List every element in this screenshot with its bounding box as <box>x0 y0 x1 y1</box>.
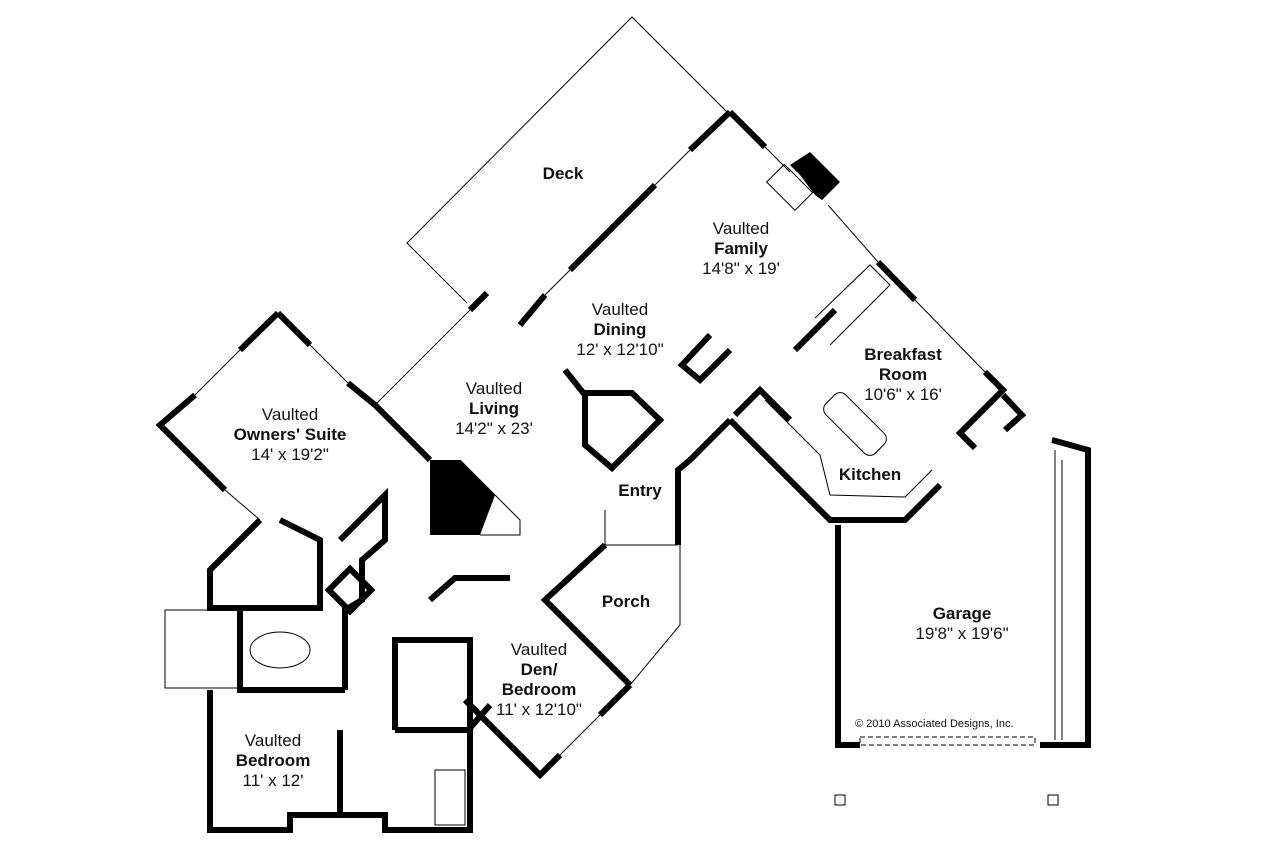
wall-dining <box>567 222 618 273</box>
wall-garage <box>835 525 860 748</box>
window <box>827 204 879 263</box>
wall-living <box>467 290 490 313</box>
room-deck: Deck <box>542 164 584 183</box>
wall-den2 <box>462 697 563 780</box>
wall-breakfast <box>875 259 918 303</box>
room-kitchen: Kitchen <box>838 465 902 484</box>
garage-door <box>859 736 1036 746</box>
window <box>914 299 986 373</box>
kitchen-island <box>823 392 887 456</box>
wall-family-left <box>687 109 733 153</box>
chimney <box>790 152 840 200</box>
window <box>544 269 571 296</box>
wall-family-right <box>727 109 768 150</box>
window <box>374 309 471 406</box>
wall-owners-left <box>237 310 281 353</box>
deck-outline <box>406 16 731 304</box>
wall-bath-lower <box>237 610 345 693</box>
wall-owners-left2 <box>155 392 228 493</box>
wall-owners-top <box>275 310 313 348</box>
pillar <box>1047 794 1059 806</box>
wall-dining2 <box>517 293 548 327</box>
wall-pantry <box>732 385 793 423</box>
kitchen-counter <box>764 399 933 498</box>
wall-laundry <box>1000 392 1027 433</box>
hearth <box>765 163 814 212</box>
wall-owners-top2 <box>346 380 377 408</box>
wall-bath <box>337 487 388 690</box>
window <box>309 344 349 384</box>
wall-den <box>597 682 633 718</box>
bath-bump <box>164 609 241 689</box>
counter-breakfast <box>814 264 891 346</box>
wall-family-kitchen <box>792 307 838 353</box>
pillar <box>834 794 846 806</box>
fireplace <box>430 460 495 535</box>
wall-family-left2 <box>612 182 658 228</box>
fireplace-hearth <box>459 459 521 536</box>
room-entry: Entry <box>618 481 662 500</box>
wall-breakfast-side <box>955 369 1008 451</box>
window <box>194 349 241 396</box>
bathtub-hall <box>434 769 466 826</box>
fireplace-wall <box>372 402 433 463</box>
shower <box>324 564 376 616</box>
wall-kitchen <box>727 417 943 523</box>
window <box>559 714 601 756</box>
wall-hall <box>392 637 493 737</box>
wall-den-closet <box>428 575 510 603</box>
wall-closet <box>207 517 323 611</box>
dining-buffet <box>677 332 733 385</box>
powder-room <box>562 368 665 473</box>
wall-entry <box>675 417 733 545</box>
wall-garage-top <box>1040 437 1091 748</box>
window <box>654 149 691 186</box>
porch-edge <box>629 545 681 686</box>
entry-door <box>604 510 678 546</box>
bathtub <box>249 631 311 669</box>
copyright-notice: © 2010 Associated Designs, Inc. <box>855 718 1014 730</box>
room-porch: Porch <box>601 592 651 611</box>
wall-bedroom <box>207 690 473 833</box>
wall-porch <box>540 542 633 688</box>
window <box>764 146 791 173</box>
window <box>224 489 261 521</box>
